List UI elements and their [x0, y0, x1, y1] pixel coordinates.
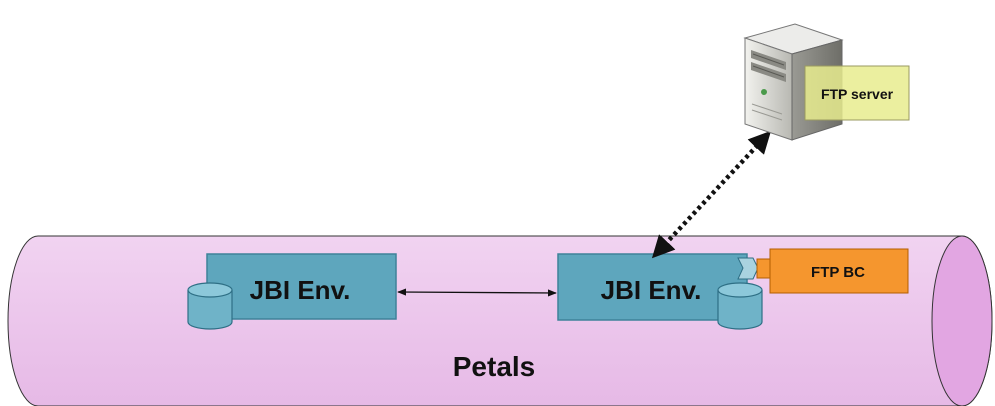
bus-end-cap [931, 235, 993, 406]
database-icon [187, 282, 233, 330]
ftp-bc-label: FTP BC [811, 264, 865, 281]
jbi-env-left-label: JBI Env. [250, 275, 351, 305]
ftp-server-label-box [804, 65, 910, 121]
bus-label: Petals [453, 351, 536, 382]
jbi-env-right: JBI Env. [557, 253, 763, 330]
env-link-arrow [397, 288, 557, 297]
ftp-server: FTP server [743, 23, 910, 141]
jbi-env-left: JBI Env. [187, 253, 397, 330]
ftp-server-label: FTP server [821, 86, 894, 102]
jbi-env-right-label: JBI Env. [601, 275, 702, 305]
database-icon [717, 282, 763, 330]
server-tower-icon [743, 23, 844, 141]
ftp-bc-component: FTP BC [737, 248, 909, 294]
